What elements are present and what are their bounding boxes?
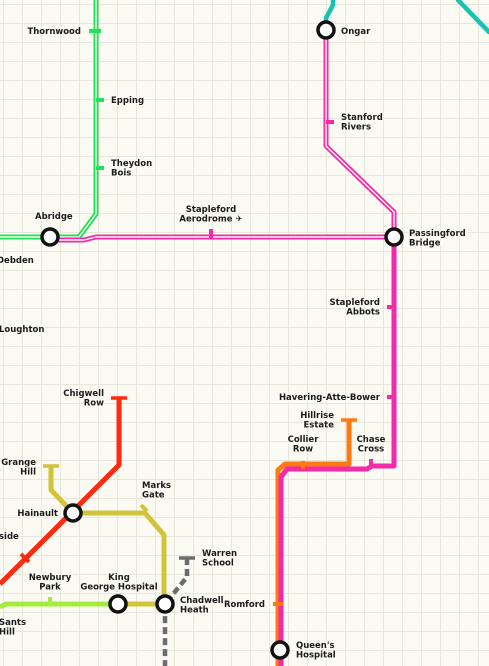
label-line: Chigwell: [63, 389, 104, 399]
label-line: Estate: [304, 421, 335, 431]
label-line: Hospital: [296, 651, 336, 661]
orange-line: [275, 418, 357, 666]
label-line: Hill: [0, 628, 15, 638]
label-line: Thornwood: [27, 27, 81, 37]
station-chadwell-heath[interactable]: [155, 594, 175, 614]
station-queens-hospital[interactable]: [270, 640, 290, 660]
label-line: Havering-Atte-Bower: [279, 393, 381, 403]
interchanges: [40, 20, 404, 660]
label-line: Loughton: [0, 325, 44, 335]
label-fairlop[interactable]: side: [0, 531, 20, 544]
tick-marks-gate: [139, 503, 149, 513]
station-abridge[interactable]: [40, 227, 60, 247]
label-line: Aerodrome ✈: [179, 215, 242, 225]
label-thornwood[interactable]: Thornwood: [26, 26, 82, 39]
red-line: [0, 396, 127, 586]
label-line: School: [202, 559, 234, 569]
label-abridge[interactable]: Abridge: [34, 211, 74, 224]
station-passingford-bridge[interactable]: [384, 227, 404, 247]
label-line: Ongar: [341, 27, 371, 37]
label-line: Row: [293, 445, 313, 455]
label-line: Sants: [0, 618, 26, 628]
label-line: Stapleford: [186, 205, 237, 215]
label-line: Stanford: [341, 113, 383, 123]
label-line: side: [0, 532, 19, 542]
label-line: Chadwell: [180, 596, 224, 606]
label-havering-atte-bower[interactable]: Havering-Atte-Bower: [278, 392, 382, 405]
label-line: Marks: [142, 481, 171, 491]
label-line: Abridge: [35, 212, 73, 222]
label-line: Debden: [0, 256, 34, 266]
label-line: Warren: [202, 549, 237, 559]
magenta-overlay: [278, 466, 367, 666]
station-king-george-hospital[interactable]: [108, 594, 128, 614]
label-line: Collier: [288, 435, 320, 445]
label-line: Park: [39, 583, 61, 593]
label-line: Newbury: [29, 573, 72, 583]
label-line: George Hospital: [80, 583, 157, 593]
label-line: Hill: [20, 468, 36, 478]
label-line: Cross: [358, 445, 384, 455]
label-line: Gate: [142, 491, 165, 501]
label-romford[interactable]: Romford: [223, 599, 267, 612]
stop-ticks: [19, 29, 395, 606]
label-line: Rivers: [341, 123, 371, 133]
label-line: Bois: [111, 169, 131, 179]
lime-line: [0, 601, 118, 610]
label-debden[interactable]: Debden: [0, 255, 35, 268]
label-line: Theydon: [111, 159, 152, 169]
label-line: Bridge: [409, 239, 441, 249]
label-line: Abbots: [346, 308, 380, 318]
label-line: Row: [84, 399, 104, 409]
label-line: Romford: [224, 600, 265, 610]
label-line: Chase: [357, 435, 386, 445]
green-line: [0, 0, 99, 240]
label-line: Stapleford: [330, 298, 381, 308]
label-line: Queen's: [296, 641, 335, 651]
label-ongar[interactable]: Ongar: [340, 26, 373, 39]
label-line: Passingford: [409, 229, 466, 239]
label-line: Grange: [1, 458, 36, 468]
label-line: King: [108, 573, 130, 583]
label-epping[interactable]: Epping: [110, 95, 146, 108]
station-hainault[interactable]: [63, 503, 83, 523]
label-line: Heath: [180, 606, 209, 616]
label-line: Hainault: [17, 509, 58, 519]
station-ongar[interactable]: [316, 20, 336, 40]
label-line: Hillrise: [300, 411, 334, 421]
label-hainault[interactable]: Hainault: [16, 508, 59, 521]
label-line: Epping: [111, 96, 144, 106]
label-loughton[interactable]: Loughton: [0, 324, 46, 337]
grey-line: [162, 556, 195, 666]
tick-fairlop: [19, 552, 31, 564]
